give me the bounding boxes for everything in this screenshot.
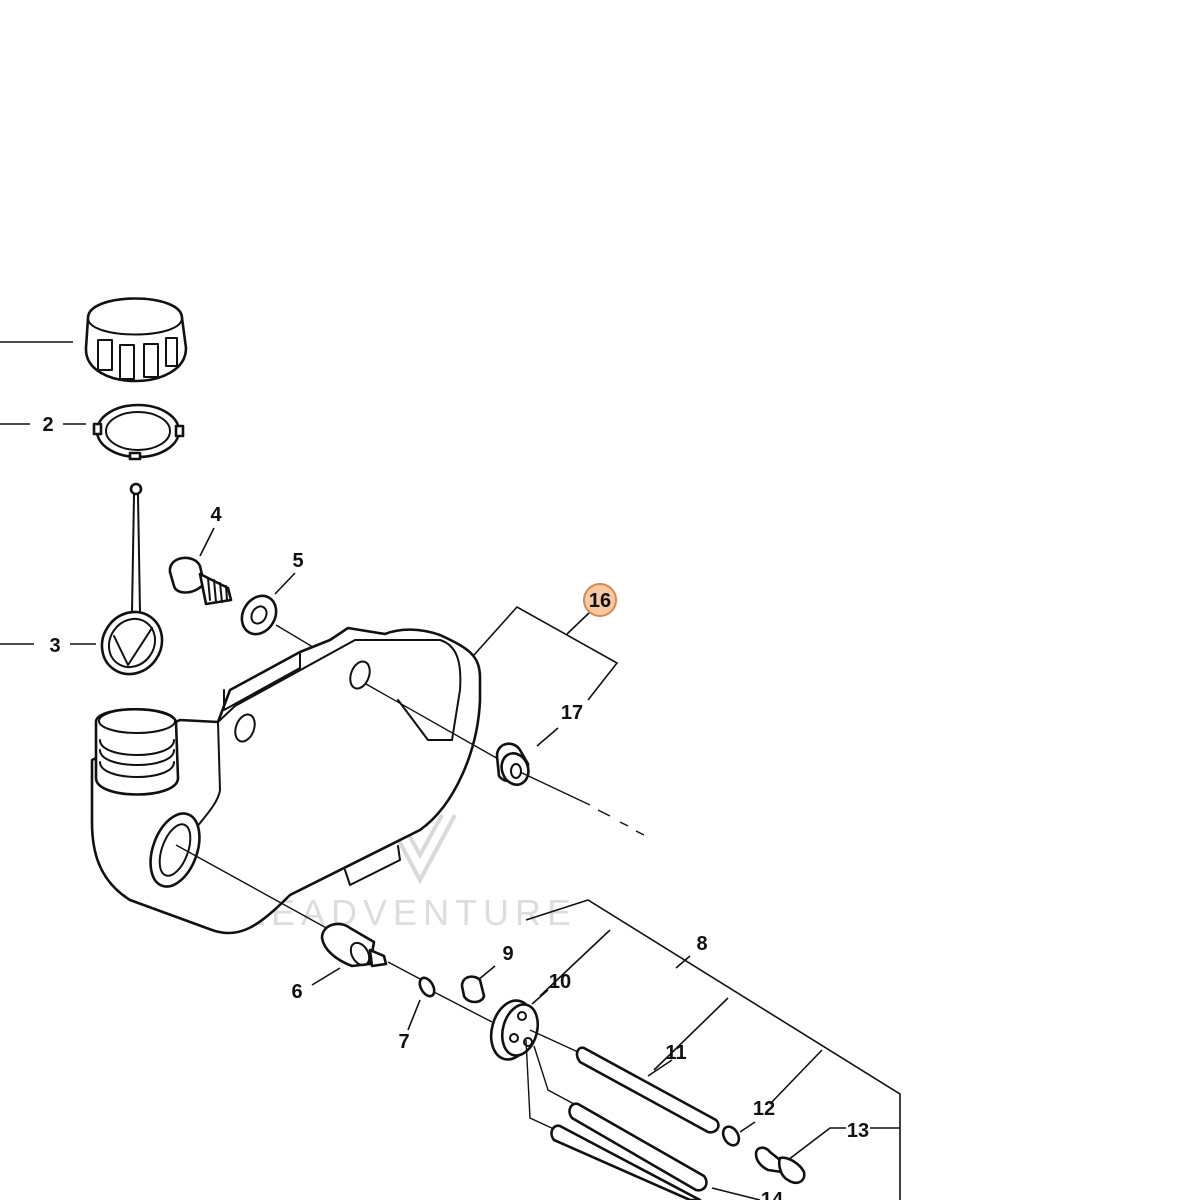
leader-line-9 [477, 965, 496, 981]
fuel-tank [90, 626, 482, 935]
callout-13[interactable]: 13 [847, 1120, 869, 1142]
callout-17[interactable]: 17 [561, 702, 583, 724]
callout-10[interactable]: 10 [549, 971, 571, 993]
leader-line-4 [199, 527, 215, 557]
seal-ring [0, 403, 185, 461]
leader-line-6 [311, 967, 341, 986]
callout-11[interactable]: 11 [665, 1042, 686, 1064]
fuel-hose-lower [550, 1102, 761, 1200]
cap-strap [0, 482, 164, 676]
fuel-cap [0, 297, 188, 383]
callout-labels: 2 3 4 5 6 7 8 9 10 11 12 13 14 16 17 [42, 414, 869, 1200]
leader-line-14 [711, 1187, 761, 1200]
kit-bracket-16 [473, 605, 619, 701]
callout-2[interactable]: 2 [42, 414, 53, 436]
leader-line-10 [531, 989, 549, 1005]
callout-9[interactable]: 9 [502, 943, 513, 965]
callout-14[interactable]: 14 [761, 1189, 784, 1200]
callout-4[interactable]: 4 [210, 504, 222, 526]
washer [240, 572, 339, 663]
sleeve [460, 965, 496, 1004]
leader-line-5 [274, 572, 296, 595]
callout-3[interactable]: 3 [49, 635, 60, 657]
callout-16-highlight[interactable] [583, 583, 617, 617]
leader-line-13 [787, 1127, 846, 1161]
leader-line-12 [739, 1121, 756, 1133]
hose-lines [525, 1029, 579, 1131]
callout-12[interactable]: 12 [753, 1098, 775, 1120]
o-ring [407, 976, 493, 1031]
callout-8[interactable]: 8 [696, 933, 707, 955]
leader-line-17 [536, 727, 559, 747]
grommet [365, 683, 645, 836]
hose-grommet [489, 989, 549, 1061]
valve [754, 1127, 846, 1185]
fuel-pickup [175, 844, 423, 986]
callout-7[interactable]: 7 [398, 1031, 409, 1053]
kit-bracket-8 [525, 899, 901, 1200]
leader-line-11 [647, 1059, 673, 1077]
watermark-text: LEADVENTURE [245, 892, 577, 933]
leader-line-7 [407, 999, 421, 1031]
callout-6[interactable]: 6 [291, 981, 302, 1003]
fuel-hose-long [575, 1046, 720, 1134]
hose-clip [721, 1121, 756, 1147]
screw [168, 527, 233, 606]
callout-16[interactable]: 16 [589, 590, 611, 612]
callout-5[interactable]: 5 [292, 550, 303, 572]
